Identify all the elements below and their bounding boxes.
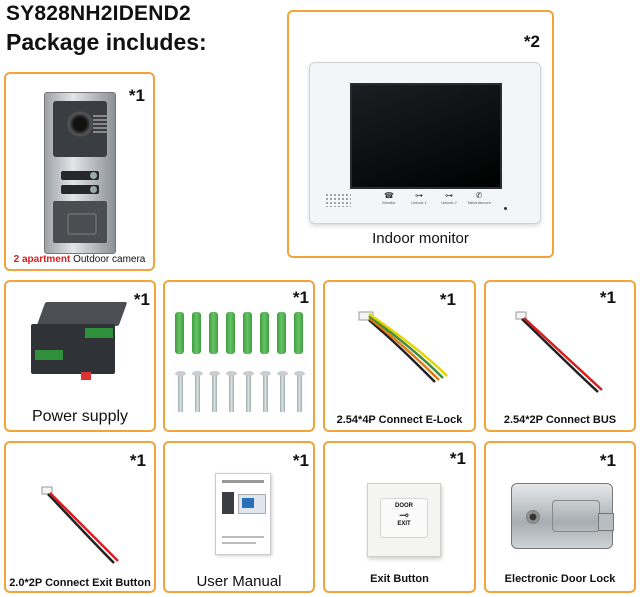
exit-button-image: DOOR ⊸ EXIT (367, 483, 441, 557)
unlock1-control: ⊶Unlock 1 (411, 191, 427, 205)
item-caption: Outdoor camera (73, 254, 146, 265)
quantity-label: *1 (599, 451, 616, 470)
bus-cable-image (515, 311, 603, 393)
unlock2-control: ⊶Unlock 2 (441, 191, 457, 205)
user-manual-image (215, 473, 271, 555)
item-caption: Indoor monitor (372, 230, 469, 247)
speaker-grille (325, 193, 351, 207)
item-door-lock: *1 Electronic Door Lock (484, 441, 636, 593)
item-caption: 2.0*2P Connect Exit Button (9, 577, 151, 589)
monitor-screen (350, 83, 502, 189)
item-screws-anchors: *1 (163, 280, 315, 432)
quantity-label: *1 (292, 451, 309, 470)
item-caption: Exit Button (370, 573, 429, 585)
elock-cable-image (358, 311, 448, 383)
talk-control: ✆Talk/Intercom (467, 191, 491, 205)
exit-cable-image (41, 486, 119, 564)
item-elock-cable: *1 2.54*4P Connect E-Lock (323, 280, 476, 432)
item-power-supply: *1 Power supply (4, 280, 156, 432)
quantity-label: *1 (128, 86, 145, 105)
door-text: DOOR (395, 503, 413, 509)
exit-text: EXIT (397, 521, 411, 527)
item-exit-button: *1 DOOR ⊸ EXIT Exit Button (323, 441, 476, 593)
quantity-label: *1 (439, 290, 456, 309)
outdoor-camera-image (44, 92, 116, 254)
power-supply-image (31, 302, 131, 382)
item-indoor-monitor: *2 ☎Monitor ⊶Unlock 1 ⊶Unlock 2 ✆Talk/In… (287, 10, 554, 258)
apartment-label: 2 apartment (13, 254, 71, 265)
indoor-monitor-image: ☎Monitor ⊶Unlock 1 ⊶Unlock 2 ✆Talk/Inter… (309, 62, 541, 224)
quantity-label: *1 (449, 449, 466, 468)
item-caption: 2.54*2P Connect BUS (503, 414, 617, 426)
quantity-label: *1 (292, 288, 309, 307)
item-outdoor-camera: *1 2 apartment Outdoor camera (4, 72, 155, 271)
item-caption: User Manual (196, 573, 282, 590)
keyhole-icon (526, 510, 540, 524)
package-title: Package includes: (6, 29, 207, 55)
item-caption: 2.54*4P Connect E-Lock (336, 414, 463, 426)
item-user-manual: *1 User Manual (163, 441, 315, 593)
model-number: SY828NH2IDEND2 (6, 2, 191, 25)
quantity-label: *1 (599, 288, 616, 307)
quantity-label: *2 (523, 32, 540, 51)
quantity-label: *1 (129, 451, 146, 470)
key-icon: ⊸ (398, 508, 410, 522)
monitor-control: ☎Monitor (382, 191, 396, 205)
item-caption: Electronic Door Lock (504, 573, 616, 585)
item-bus-cable: *1 2.54*2P Connect BUS (484, 280, 636, 432)
item-exit-cable: *1 2.0*2P Connect Exit Button (4, 441, 156, 593)
quantity-label: *1 (133, 290, 150, 309)
item-caption: Power supply (31, 408, 129, 425)
